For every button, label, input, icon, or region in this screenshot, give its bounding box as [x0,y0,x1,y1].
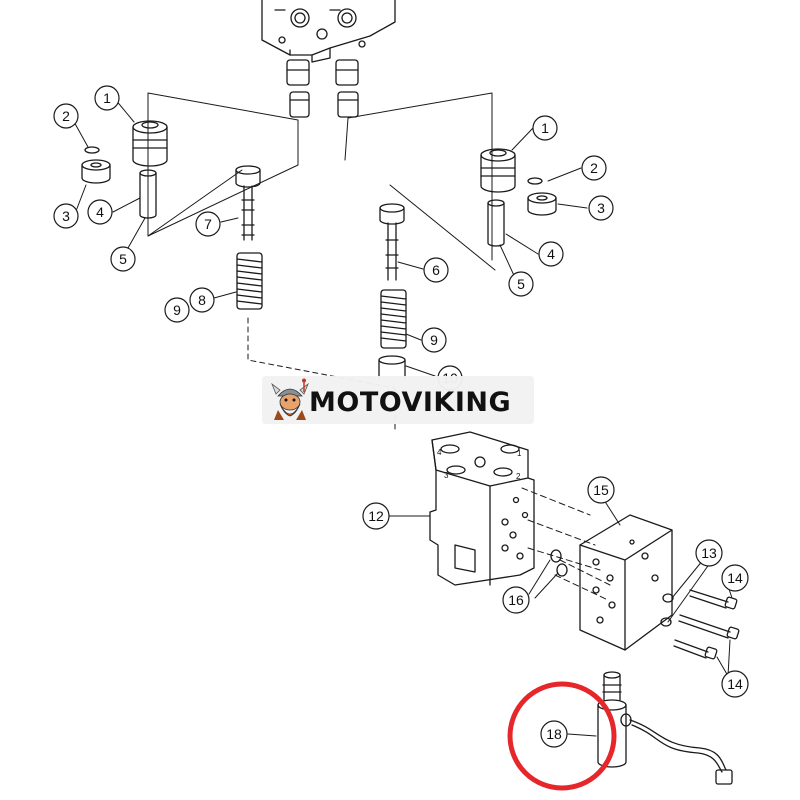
callout-8: 8 [189,287,215,313]
top-valve-body [261,0,396,63]
svg-text:14: 14 [727,676,743,692]
svg-text:5: 5 [517,276,525,292]
left-washer [84,146,100,154]
callout-1-left: 1 [94,85,120,111]
spool-left [235,165,261,241]
svg-text:12: 12 [368,508,384,524]
port-marks: 4 1 3 2 [437,448,522,481]
callout-9-center: 9 [421,327,447,353]
svg-text:3: 3 [62,208,70,224]
svg-text:8: 8 [198,292,206,308]
right-plug [480,148,516,193]
callout-16: 16 [502,586,530,614]
svg-text:15: 15 [593,482,609,498]
callout-6: 6 [423,257,449,283]
svg-text:2: 2 [590,160,598,176]
solenoid-valve [597,671,733,785]
right-pin [487,199,505,247]
spring-center [380,289,407,349]
callout-5-right: 5 [508,271,534,297]
adapter-plate [579,514,673,651]
svg-text:14: 14 [727,570,743,586]
callout-2-right: 2 [581,155,607,181]
svg-text:13: 13 [701,545,717,561]
svg-text:18: 18 [546,726,562,742]
callout-2-left: 2 [53,103,79,129]
callout-4-left: 4 [87,199,113,225]
port-mark-4: 4 [437,448,442,457]
callout-14-bottom: 14 [721,670,749,698]
port-mark-1: 1 [517,449,522,458]
callout-18: 18 [540,720,568,748]
viking-mascot-icon [271,378,309,420]
cup-center [378,355,406,379]
port-mark-2: 2 [516,472,521,481]
svg-text:4: 4 [547,246,555,262]
svg-text:3: 3 [597,200,605,216]
callout-12: 12 [362,502,390,530]
left-plug [132,120,168,167]
svg-text:1: 1 [103,90,111,106]
callout-14-top: 14 [721,564,749,592]
watermark-text: MOTOVIKING [309,387,511,418]
spool-center [379,203,405,281]
fittings [660,593,674,627]
svg-text:4: 4 [96,204,104,220]
svg-text:7: 7 [204,216,212,232]
watermark-banner: MOTOVIKING [262,376,534,424]
highlight-circle [507,681,617,791]
callout-15: 15 [587,476,615,504]
svg-text:9: 9 [173,302,181,318]
right-nut [527,192,557,216]
left-pin [139,169,157,219]
svg-text:16: 16 [508,592,524,608]
callout-1-right: 1 [532,115,558,141]
left-nut [81,159,111,184]
svg-text:2: 2 [62,108,70,124]
bolts [673,589,740,660]
svg-text:6: 6 [432,262,440,278]
callout-13: 13 [695,539,723,567]
port-mark-3: 3 [444,471,449,480]
svg-text:1: 1 [541,120,549,136]
svg-text:9: 9 [430,332,438,348]
valve-body [429,431,535,586]
spring-left [236,252,263,310]
svg-text:5: 5 [119,251,127,267]
center-sleeves [286,59,359,118]
callout-7: 7 [195,211,221,237]
o-rings [550,549,568,577]
callout-5-left: 5 [110,246,136,272]
callout-9-left: 9 [164,297,190,323]
callout-3-right: 3 [588,195,614,221]
callout-3-left: 3 [53,203,79,229]
right-washer [527,177,543,185]
callout-4-right: 4 [538,241,564,267]
